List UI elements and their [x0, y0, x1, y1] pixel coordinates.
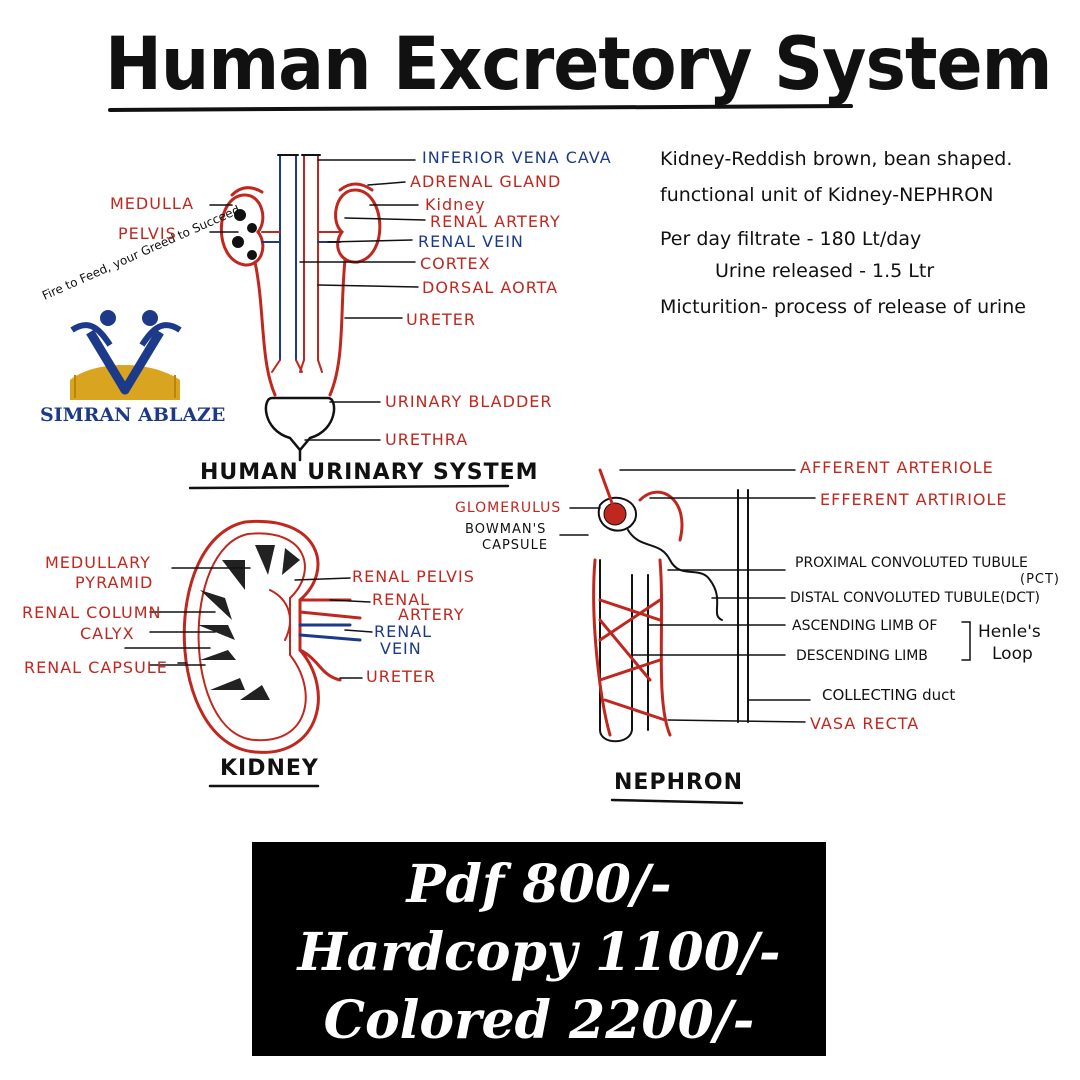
label-bladder: URINARY BLADDER — [385, 392, 553, 411]
note-kidney: Kidney-Reddish brown, bean shaped. — [660, 148, 1013, 170]
urinary-system-drawing — [188, 154, 510, 490]
label-cortex: CORTEX — [420, 254, 491, 273]
label-ivc: INFERIOR VENA CAVA — [422, 148, 612, 167]
heading-urinary-system: HUMAN URINARY SYSTEM — [200, 460, 539, 485]
label-collecting: COLLECTING duct — [822, 686, 956, 704]
note-filtrate: Per day filtrate - 180 Lt/day — [660, 228, 922, 250]
label-pct-1: PROXIMAL CONVOLUTED TUBULE — [795, 555, 1028, 571]
heading-nephron: NEPHRON — [614, 770, 744, 795]
logo-drawing — [70, 310, 182, 400]
label-renal-artery: RENAL ARTERY — [430, 212, 561, 231]
label-efferent: EFFERENT ARTIRIOLE — [820, 490, 1008, 509]
price-box: Pdf 800/- Hardcopy 1100/- Colored 2200/- — [252, 842, 826, 1056]
note-nephron: functional unit of Kidney-NEPHRON — [660, 184, 994, 206]
label-glomerulus: GLOMERULUS — [455, 500, 562, 516]
label-dct: DISTAL CONVOLUTED TUBULE(DCT) — [790, 590, 1041, 606]
label-k-renal-artery-1: RENAL — [372, 590, 431, 609]
kidney-drawing — [124, 519, 373, 788]
label-k-ureter: URETER — [366, 667, 436, 686]
page-title: Human Excretory System — [105, 22, 1052, 108]
label-renal-pelvis: RENAL PELVIS — [352, 567, 475, 586]
label-henle-1: Henle's — [978, 622, 1041, 642]
label-afferent: AFFERENT ARTERIOLE — [800, 458, 994, 477]
label-pelvis: PELVIS — [118, 224, 177, 243]
label-ureter-urinary: URETER — [406, 310, 476, 329]
label-ascending: ASCENDING LIMB OF — [792, 618, 938, 634]
label-descending: DESCENDING LIMB — [796, 648, 928, 664]
label-k-renal-artery-2: ARTERY — [398, 605, 465, 624]
label-renal-column: RENAL COLUMN — [22, 603, 162, 622]
price-pdf: Pdf 800/- — [406, 854, 672, 915]
label-medullary-1: MEDULLARY — [45, 553, 151, 572]
label-pct-2: (PCT) — [1020, 572, 1061, 587]
label-renal-capsule: RENAL CAPSULE — [24, 658, 168, 677]
heading-kidney: KIDNEY — [220, 756, 319, 781]
label-kidney: Kidney — [425, 195, 486, 214]
price-colored: Colored 2200/- — [323, 990, 755, 1051]
label-adrenal: ADRENAL GLAND — [410, 172, 562, 191]
label-medulla: MEDULLA — [110, 194, 195, 213]
note-micturition: Micturition- process of release of urine — [660, 296, 1026, 318]
label-medullary-2: PYRAMID — [75, 573, 154, 592]
label-k-renal-vein-2: VEIN — [380, 639, 422, 658]
label-renal-vein: RENAL VEIN — [418, 232, 524, 251]
price-hardcopy: Hardcopy 1100/- — [297, 922, 781, 983]
label-bowmans-1: BOWMAN'S — [465, 522, 547, 537]
label-urethra: URETHRA — [385, 430, 469, 449]
label-dorsal-aorta: DORSAL AORTA — [422, 278, 559, 297]
note-urine: Urine released - 1.5 Ltr — [715, 260, 935, 282]
label-henle-2: Loop — [992, 644, 1033, 664]
label-bowmans-2: CAPSULE — [482, 538, 549, 553]
label-calyx: CALYX — [80, 624, 135, 643]
nephron-drawing — [559, 468, 971, 805]
logo-name: SIMRAN ABLAZE — [40, 404, 226, 426]
label-k-renal-vein-1: RENAL — [374, 622, 433, 641]
label-vasa-recta: VASA RECTA — [810, 714, 920, 733]
